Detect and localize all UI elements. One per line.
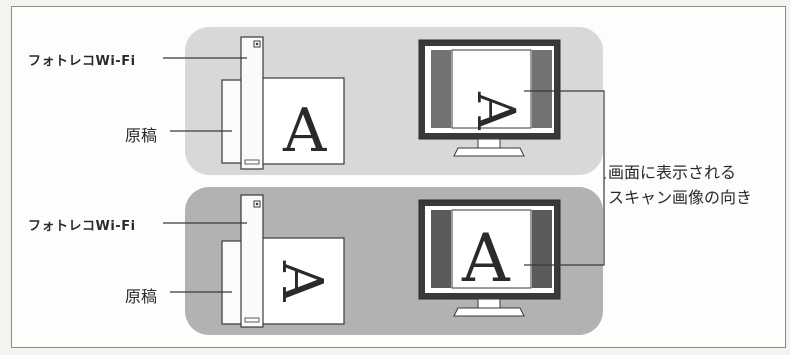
callout-line-1: 画面に表示される bbox=[608, 160, 752, 185]
top-paper-back bbox=[222, 80, 242, 163]
top-monitor-stand bbox=[454, 148, 524, 156]
bottom-original-label: 原稿 bbox=[125, 283, 157, 307]
top-screen-bar-right bbox=[532, 50, 552, 128]
bottom-screen-letter: A bbox=[461, 220, 511, 297]
top-screen-letter: A bbox=[465, 91, 525, 131]
bottom-screen-bar-left bbox=[431, 210, 451, 288]
callout-line-2: スキャン画像の向き bbox=[608, 185, 752, 210]
bottom-paper-letter: A bbox=[269, 260, 334, 302]
bottom-device-label: フォトレコWi-Fi bbox=[28, 215, 136, 234]
orientation-callout: 画面に表示される スキャン画像の向き bbox=[608, 160, 752, 210]
bottom-scanner bbox=[241, 195, 263, 327]
bottom-monitor-stand bbox=[454, 308, 524, 316]
top-original-label: 原稿 bbox=[125, 122, 157, 146]
top-screen-bar-left bbox=[431, 50, 451, 128]
top-scanner bbox=[241, 37, 263, 169]
bottom-screen-bar-right bbox=[532, 210, 552, 288]
top-paper-letter: A bbox=[282, 96, 327, 166]
top-device-label: フォトレコWi-Fi bbox=[28, 50, 136, 69]
bottom-paper-back bbox=[222, 241, 242, 324]
